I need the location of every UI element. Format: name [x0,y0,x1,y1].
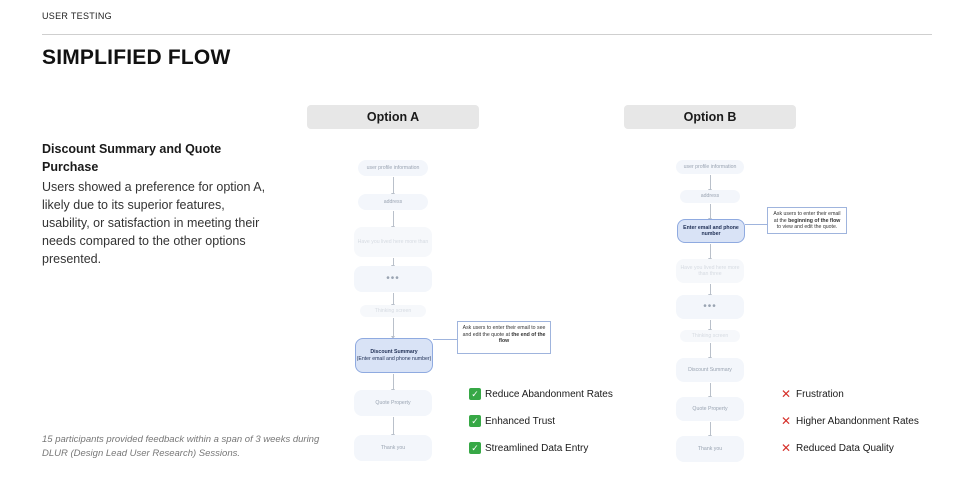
option-b-arrow-5 [708,320,712,332]
option-b-node-summary: Discount Summary [676,358,744,382]
option-b-node-thanks: Thank you [676,436,744,462]
option-b-node-more: ••• [676,295,744,319]
cross-mark-icon: ✕ [780,441,792,455]
option-a-result-1: ✓ Reduce Abandonment Rates [469,387,613,401]
option-b-arrow-4 [708,284,712,297]
option-b-callout-text-end: to view and edit the quote. [776,224,838,230]
option-a-node-summary: Discount Summary (Enter email and phone … [355,338,433,373]
cross-mark-icon: ✕ [780,387,792,401]
option-a-arrow-5 [391,318,395,339]
option-a-node-lived: Have you lived here more than [354,227,432,257]
option-b-node-enter: Enter email and phone number [677,219,745,243]
option-a-node-thanks: Thank you [354,435,432,461]
option-b-node-thinking: Thinking screen [680,330,740,342]
option-b-callout-text: Ask users to enter their email at the [773,211,841,224]
option-b-arrow-3 [708,244,712,261]
option-b-arrow-7 [708,383,712,399]
option-a-result-2-label: Enhanced Trust [485,415,556,427]
option-a-callout: Ask users to enter their email to see an… [457,321,551,354]
option-b-connector [745,224,767,225]
check-mark-icon: ✓ [469,415,481,427]
option-b-arrow-1 [708,175,712,192]
option-b-result-2-label: Higher Abandonment Rates [796,415,919,427]
summary-body: Users showed a preference for option A, … [42,180,266,266]
option-b-label: Option B [624,105,796,129]
footnote: 15 participants provided feedback within… [42,434,320,459]
option-b-node-profile: user profile information [676,160,744,174]
option-a-connector [433,339,457,340]
option-b-node-address: address [680,190,740,203]
check-mark-icon: ✓ [469,388,481,400]
option-a-result-1-label: Reduce Abandonment Rates [485,388,613,400]
option-b-arrow-8 [708,422,712,438]
more-dots-icon: ••• [703,300,717,312]
option-a-callout-emphasis: the end of the flow [498,331,546,345]
option-b-arrow-6 [708,343,712,360]
option-b-callout-emphasis: beginning of the flow [788,217,841,224]
option-a-node-thinking: Thinking screen [360,305,426,317]
section-label: USER TESTING [42,11,112,21]
option-a-node-profile: user profile information [358,160,428,176]
more-dots-icon: ••• [386,272,400,284]
option-b-result-1-label: Frustration [796,388,844,400]
option-a-node-quote: Quote Property [354,390,432,416]
option-a-result-2: ✓ Enhanced Trust [469,414,555,428]
option-b-result-3-label: Reduced Data Quality [796,442,894,454]
cross-mark-icon: ✕ [780,414,792,428]
summary-heading: Discount Summary and Quote Purchase [42,142,222,174]
option-b-callout: Ask users to enter their email at the be… [767,207,847,234]
option-a-node-more: ••• [354,266,432,292]
option-a-result-3: ✓ Streamlined Data Entry [469,441,588,455]
option-a-summary-title: Discount Summary [370,349,418,355]
option-a-result-3-label: Streamlined Data Entry [485,442,589,454]
option-a-label: Option A [307,105,479,129]
top-divider [42,34,932,35]
summary-column: Discount Summary and Quote Purchase User… [42,140,274,268]
option-b-result-3: ✕ Reduced Data Quality [780,441,894,455]
option-b-result-1: ✕ Frustration [780,387,844,401]
page-title: SIMPLIFIED FLOW [42,46,231,69]
option-b-result-2: ✕ Higher Abandonment Rates [780,414,919,428]
option-b-node-lived: Have you lived here more than three [676,259,744,283]
option-b-arrow-2 [708,204,712,221]
check-mark-icon: ✓ [469,442,481,454]
option-b-node-quote: Quote Property [676,397,744,421]
option-a-callout-text: Ask users to enter their email to see an… [462,325,546,338]
option-a-node-address: address [358,194,428,210]
option-a-summary-sub: (Enter email and phone number) [356,355,432,362]
